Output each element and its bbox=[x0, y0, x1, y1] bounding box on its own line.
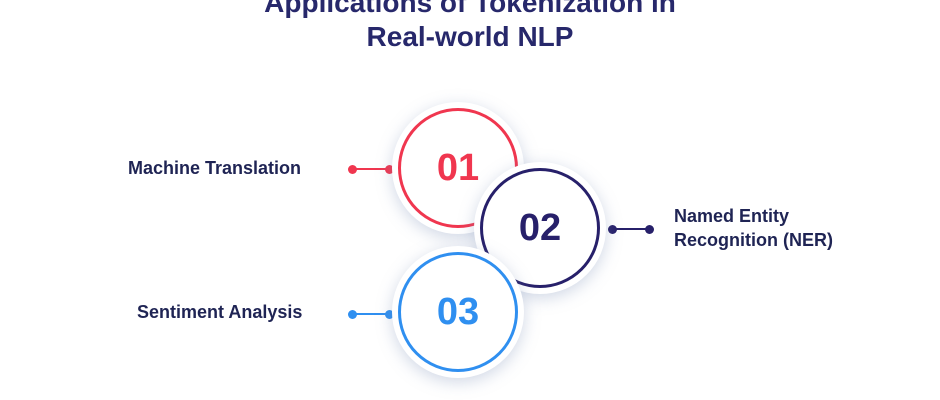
connector-dot bbox=[385, 309, 394, 319]
item-label-sentiment-analysis: Sentiment Analysis bbox=[137, 302, 303, 322]
connector-01 bbox=[348, 164, 394, 174]
connector-dot bbox=[348, 309, 357, 319]
connector-dot bbox=[385, 164, 394, 174]
item-label-machine-translation: Machine Translation bbox=[128, 158, 302, 178]
item-label-line: Named Entity bbox=[674, 206, 790, 226]
connector-dot bbox=[608, 224, 617, 234]
item-label-line: Recognition (NER) bbox=[674, 230, 833, 250]
step-number-03: 03 bbox=[398, 252, 518, 372]
page-title: Applications of Tokenization in Real-wor… bbox=[0, 0, 940, 54]
connector-dot bbox=[348, 164, 357, 174]
title-line-1: Applications of Tokenization in bbox=[264, 0, 676, 18]
title-line-2: Real-world NLP bbox=[366, 21, 574, 52]
step-circle-03: 03 bbox=[392, 246, 524, 378]
item-label-ner: Named Entity Recognition (NER) bbox=[674, 204, 833, 252]
connector-dot bbox=[645, 224, 654, 234]
step-number-02: 02 bbox=[480, 168, 600, 288]
connector-02 bbox=[608, 224, 654, 234]
connector-03 bbox=[348, 309, 394, 319]
